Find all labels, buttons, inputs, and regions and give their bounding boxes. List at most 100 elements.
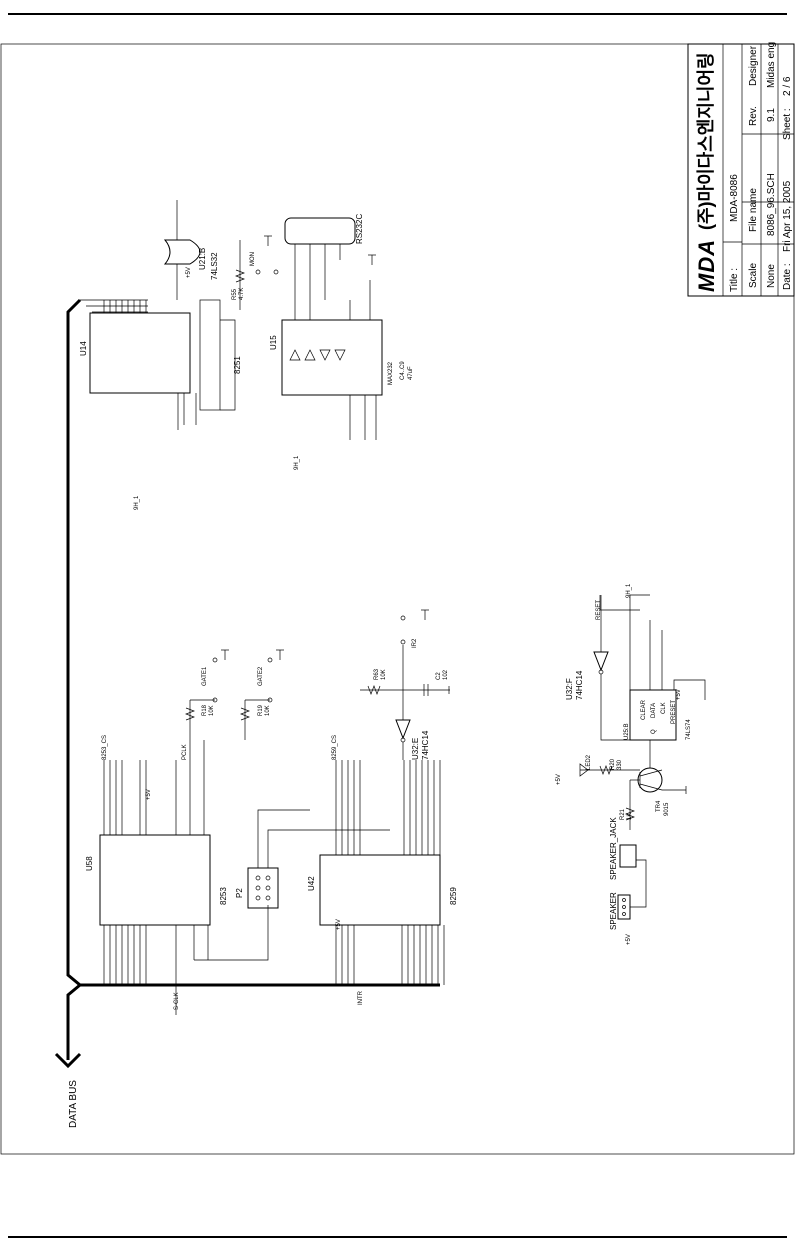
u14-ref: U14 bbox=[79, 341, 88, 356]
u15-ref: U15 bbox=[269, 335, 278, 350]
net-8259-cs: 8259_CS bbox=[332, 735, 338, 760]
u32e-ref: U32:E bbox=[411, 738, 420, 760]
vcc-markers: +5V +5V +5V +5V +5V +5V bbox=[146, 267, 682, 945]
u58-ref: U58 bbox=[85, 856, 94, 871]
led2-label: LED2 bbox=[586, 754, 592, 770]
c2-value: 102 bbox=[443, 669, 449, 680]
net-pclk: PCLK bbox=[182, 744, 188, 760]
rs232c-connector: RS232C bbox=[284, 214, 364, 320]
u25-preset: PRESET bbox=[671, 700, 677, 724]
u25-clear: CLEAR bbox=[641, 699, 647, 720]
tr4-part: 9015 bbox=[664, 802, 670, 816]
data-bus-label: DATA BUS bbox=[68, 1080, 79, 1128]
date-value: Fri Apr 15, 2005 bbox=[782, 180, 793, 252]
tr4-speaker-driver: TR4 9015 R20 330 LED2 R21 1K bbox=[579, 740, 686, 830]
vcc-label: +5V bbox=[626, 934, 632, 945]
scale-label: Scale bbox=[748, 263, 759, 288]
u15-cap-value: 47uF bbox=[408, 366, 414, 380]
u32f-ref: U32:F bbox=[565, 678, 574, 700]
u21-ref: U21:B bbox=[198, 248, 207, 270]
net-labels: 8253_CS 8259_CS RESET PCLK S-CLK INTR 9H… bbox=[102, 455, 632, 1010]
designer-label: Designer bbox=[748, 45, 759, 86]
p2-ref: P2 bbox=[235, 888, 244, 898]
speaker: SPEAKER SPEAKER_JACK bbox=[609, 817, 647, 930]
sheet-value: 2 / 6 bbox=[782, 76, 793, 96]
r19-label: GATE2 bbox=[258, 666, 264, 686]
r63-c2-ir2: R63 10K C2 102 IR2 bbox=[360, 615, 450, 696]
ground-symbols bbox=[221, 235, 687, 794]
designer-value: Midas eng bbox=[766, 42, 777, 88]
r18-value: 10K bbox=[209, 705, 215, 716]
u58-timer: U58 8253 bbox=[85, 740, 269, 1015]
u42-part: 8259 bbox=[449, 887, 458, 905]
vcc-label: +5V bbox=[336, 919, 342, 930]
r19-value: 10K bbox=[265, 705, 271, 716]
u32f-inverter: U32:F 74HC14 bbox=[565, 595, 609, 710]
company-name: (주)마이다스엔지니어링 bbox=[696, 52, 716, 230]
r18-gate1: R18 10K GATE1 bbox=[185, 657, 218, 740]
net-intr: INTR bbox=[358, 990, 364, 1005]
mon-label: MON bbox=[250, 252, 256, 266]
r18-label: GATE1 bbox=[202, 666, 208, 686]
r20-value: 330 bbox=[617, 759, 623, 770]
date-label: Date : bbox=[782, 263, 793, 290]
r55-mon: R55 4.7K MON bbox=[232, 240, 279, 310]
net-9h1: 9H_1 bbox=[134, 495, 140, 510]
r18-ref: R18 bbox=[202, 704, 208, 716]
vcc-label: +5V bbox=[146, 789, 152, 800]
r55-value: 4.7K bbox=[239, 288, 245, 300]
rs232-ref: RS232C bbox=[355, 214, 364, 244]
r20-ref: R20 bbox=[610, 758, 616, 770]
speaker-jack-label: SPEAKER_JACK bbox=[609, 817, 618, 880]
r63-value: 10K bbox=[381, 669, 387, 680]
tr4-ref: TR4 bbox=[656, 800, 662, 812]
data-bus: DATA BUS bbox=[54, 298, 440, 1128]
r21-ref: R21 bbox=[620, 808, 626, 820]
c2-ref: C2 bbox=[436, 672, 442, 680]
title-value: MDA-8086 bbox=[729, 174, 740, 222]
r55-ref: R55 bbox=[232, 288, 238, 300]
r21-value: 1K bbox=[627, 813, 633, 820]
u25-data: DATA bbox=[651, 703, 657, 718]
ir2-label: IR2 bbox=[412, 638, 418, 648]
title-label: Title : bbox=[729, 268, 740, 292]
r63-ref: R63 bbox=[374, 668, 380, 680]
u15-max232: U15 MAX232 C4..C9 47uF bbox=[269, 280, 414, 440]
u42-ref: U42 bbox=[307, 876, 316, 891]
file-label: File name bbox=[748, 188, 759, 232]
scale-value: None bbox=[766, 264, 777, 288]
vcc-label: +5V bbox=[676, 689, 682, 700]
u14-usart: U14 8251 bbox=[79, 299, 242, 430]
net-reset: RESET bbox=[596, 600, 602, 620]
u15-part: MAX232 bbox=[388, 361, 394, 385]
u25-clk: CLK bbox=[661, 702, 667, 714]
u15-caps: C4..C9 bbox=[400, 361, 406, 380]
file-value: 8086_96.SCH bbox=[766, 173, 777, 236]
u58-part: 8253 bbox=[219, 887, 228, 905]
u21-or-gate: U21:B 74LS32 bbox=[163, 200, 219, 300]
vcc-label: +5V bbox=[556, 774, 562, 785]
sheet-label: Sheet : bbox=[782, 108, 793, 140]
u32f-part: 74HC14 bbox=[575, 670, 584, 700]
net-9h1: 9H_1 bbox=[294, 455, 300, 470]
u21-part: 74LS32 bbox=[210, 252, 219, 280]
u25-ref: U25:B bbox=[624, 723, 630, 740]
u32e-part: 74HC14 bbox=[421, 730, 430, 760]
net-9h1: 9H_1 bbox=[626, 583, 632, 598]
r19-gate2: R19 10K GATE2 bbox=[240, 657, 273, 740]
r19-ref: R19 bbox=[258, 704, 264, 716]
rev-label: Rev. bbox=[748, 106, 759, 126]
net-8253-cs: 8253_CS bbox=[102, 735, 108, 760]
u32e-inverter: U32:E 74HC14 bbox=[395, 690, 430, 760]
rev-value: 9.1 bbox=[766, 108, 777, 122]
vcc-label: +5V bbox=[186, 267, 192, 278]
p2-jumper: P2 bbox=[235, 809, 390, 909]
speaker-label: SPEAKER bbox=[609, 892, 618, 930]
u42-pic: U42 8259 bbox=[307, 760, 458, 985]
u14-part: 8251 bbox=[233, 356, 242, 374]
net-s-clk: S-CLK bbox=[174, 992, 180, 1010]
logo: MDA bbox=[694, 239, 719, 292]
u25-flipflop: CLEAR DATA CLK PRESET Q U25:B 74LS74 bbox=[599, 594, 706, 741]
title-block: MDA (주)마이다스엔지니어링 Title : MDA-8086 Scale … bbox=[687, 42, 795, 297]
